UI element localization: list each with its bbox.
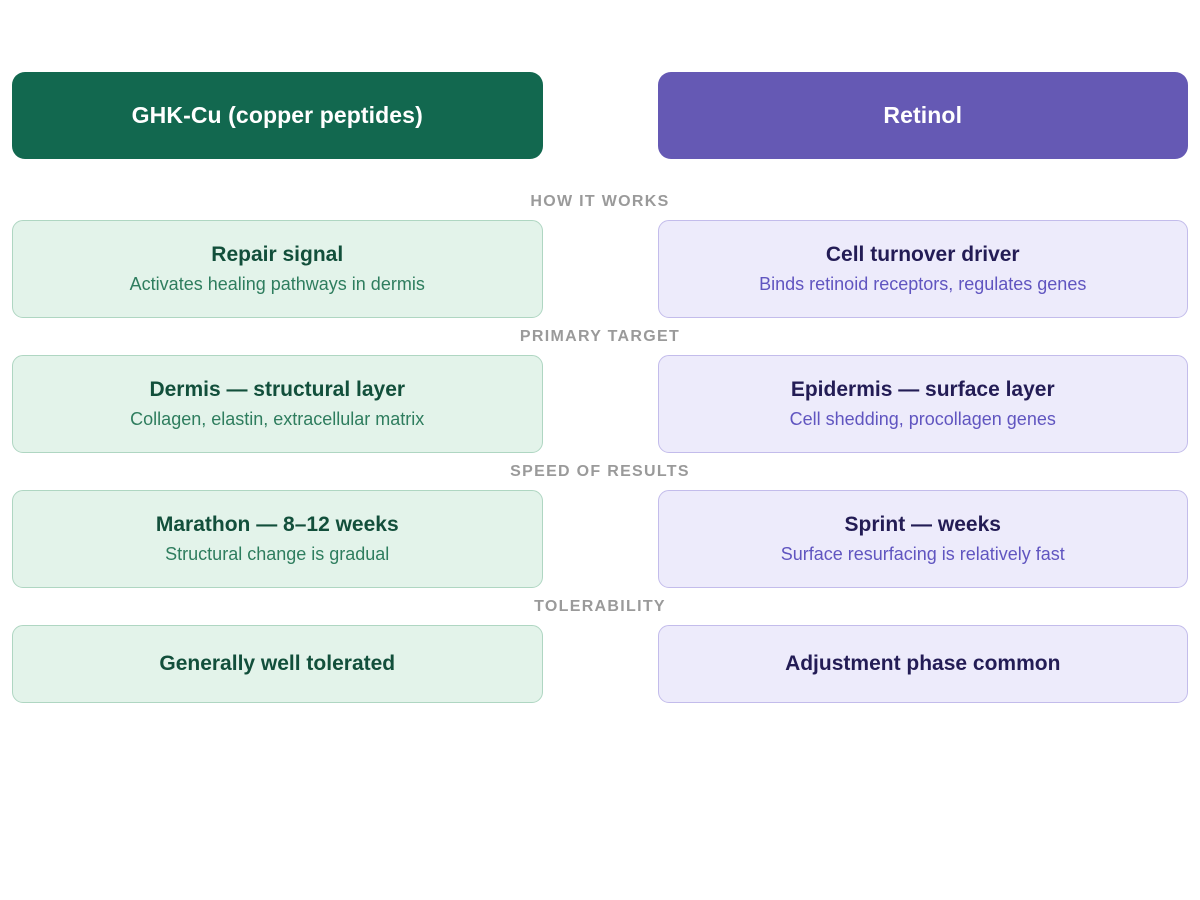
card-title: Cell turnover driver [825, 242, 1020, 266]
column-header-label-retinol: Retinol [883, 102, 963, 128]
section-primary-target: PRIMARY TARGET Dermis — structural layer… [12, 318, 1188, 453]
column-header-retinol: Retinol [657, 72, 1188, 159]
section-label-how-it-works: HOW IT WORKS [530, 193, 670, 210]
card-retinol-tolerability: Adjustment phase common [657, 625, 1188, 703]
card-subtitle: Collagen, elastin, extracellular matrix [130, 408, 425, 429]
section-label-tolerability: TOLERABILITY [534, 598, 666, 615]
card-title: Adjustment phase common [785, 651, 1061, 675]
card-retinol-primary-target: Epidermis — surface layer Cell shedding,… [657, 355, 1188, 453]
card-title: Epidermis — surface layer [790, 377, 1055, 401]
card-row-how-it-works: Repair signal Activates healing pathways… [12, 220, 1188, 318]
section-how-it-works: HOW IT WORKS Repair signal Activates hea… [12, 193, 1188, 318]
column-header-label-ghk-cu: GHK-Cu (copper peptides) [131, 102, 423, 128]
card-subtitle: Activates healing pathways in dermis [129, 273, 425, 294]
card-row-primary-target: Dermis — structural layer Collagen, elas… [12, 355, 1188, 453]
section-tolerability: TOLERABILITY Generally well tolerated Ad… [12, 588, 1188, 703]
card-retinol-how-it-works: Cell turnover driver Binds retinoid rece… [657, 220, 1188, 318]
card-ghk-cu-tolerability: Generally well tolerated [12, 625, 543, 703]
card-ghk-cu-primary-target: Dermis — structural layer Collagen, elas… [12, 355, 543, 453]
card-row-speed-of-results: Marathon — 8–12 weeks Structural change … [12, 490, 1188, 588]
card-title: Marathon — 8–12 weeks [155, 512, 399, 536]
card-subtitle: Binds retinoid receptors, regulates gene… [759, 273, 1087, 294]
card-ghk-cu-speed-of-results: Marathon — 8–12 weeks Structural change … [12, 490, 543, 588]
card-title: Repair signal [211, 242, 344, 266]
card-subtitle: Cell shedding, procollagen genes [789, 408, 1056, 429]
card-ghk-cu-how-it-works: Repair signal Activates healing pathways… [12, 220, 543, 318]
card-subtitle: Surface resurfacing is relatively fast [780, 543, 1065, 564]
section-speed-of-results: SPEED OF RESULTS Marathon — 8–12 weeks S… [12, 453, 1188, 588]
section-label-primary-target: PRIMARY TARGET [519, 328, 681, 345]
column-header-ghk-cu: GHK-Cu (copper peptides) [12, 72, 543, 159]
card-title: Dermis — structural layer [149, 377, 406, 401]
card-title: Generally well tolerated [159, 651, 396, 675]
section-label-speed-of-results: SPEED OF RESULTS [510, 463, 690, 480]
column-headers: GHK-Cu (copper peptides) Retinol [12, 72, 1188, 159]
card-row-tolerability: Generally well tolerated Adjustment phas… [12, 625, 1188, 703]
card-retinol-speed-of-results: Sprint — weeks Surface resurfacing is re… [657, 490, 1188, 588]
card-subtitle: Structural change is gradual [165, 543, 390, 564]
card-title: Sprint — weeks [844, 512, 1001, 536]
